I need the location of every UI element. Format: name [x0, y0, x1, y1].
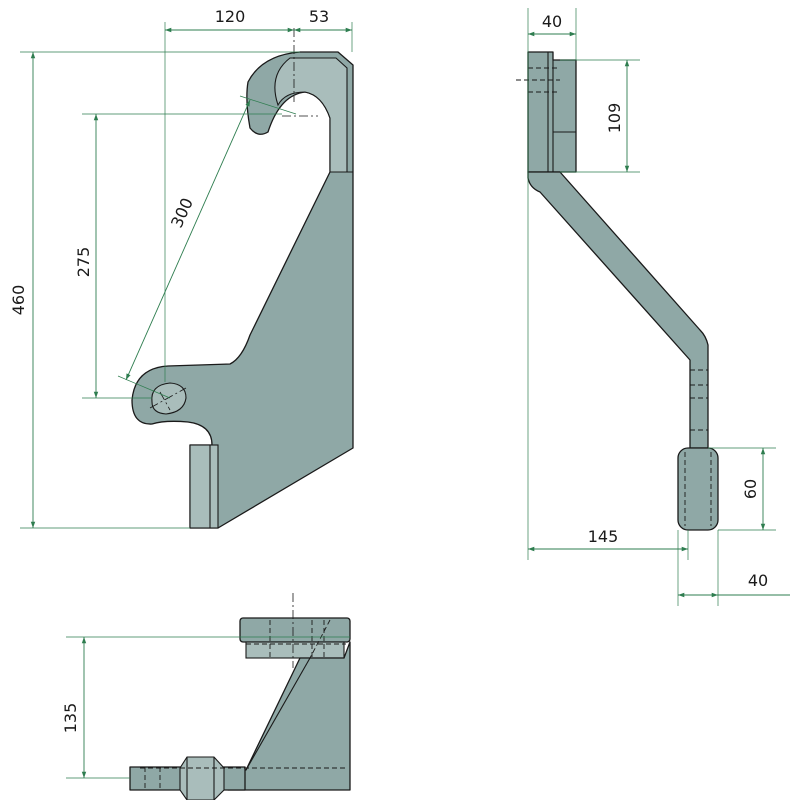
front-bottom-lip — [189, 444, 219, 529]
front-view: 120 53 460 275 300 — [9, 7, 354, 529]
dim-145: 145 — [588, 527, 619, 546]
dim-135: 135 — [61, 703, 80, 734]
dim-275: 275 — [74, 247, 93, 278]
dim-60: 60 — [741, 479, 760, 499]
front-hook-strip — [274, 57, 348, 173]
plan-view: 135 — [61, 593, 351, 800]
dim-300: 300 — [167, 195, 197, 231]
side-bottom-pad — [677, 447, 719, 531]
side-view: 40 109 145 60 40 — [516, 8, 790, 606]
dim-109: 109 — [605, 103, 624, 134]
dim-53: 53 — [309, 7, 329, 26]
dim-460: 460 — [9, 285, 28, 316]
dim-120: 120 — [215, 7, 246, 26]
front-pivot-hole — [151, 382, 187, 415]
plan-top-cap — [239, 617, 351, 643]
side-top-block — [527, 51, 577, 173]
side-arm — [527, 171, 709, 449]
dim-40-top: 40 — [542, 12, 562, 31]
dim-40-bottom: 40 — [748, 571, 768, 590]
